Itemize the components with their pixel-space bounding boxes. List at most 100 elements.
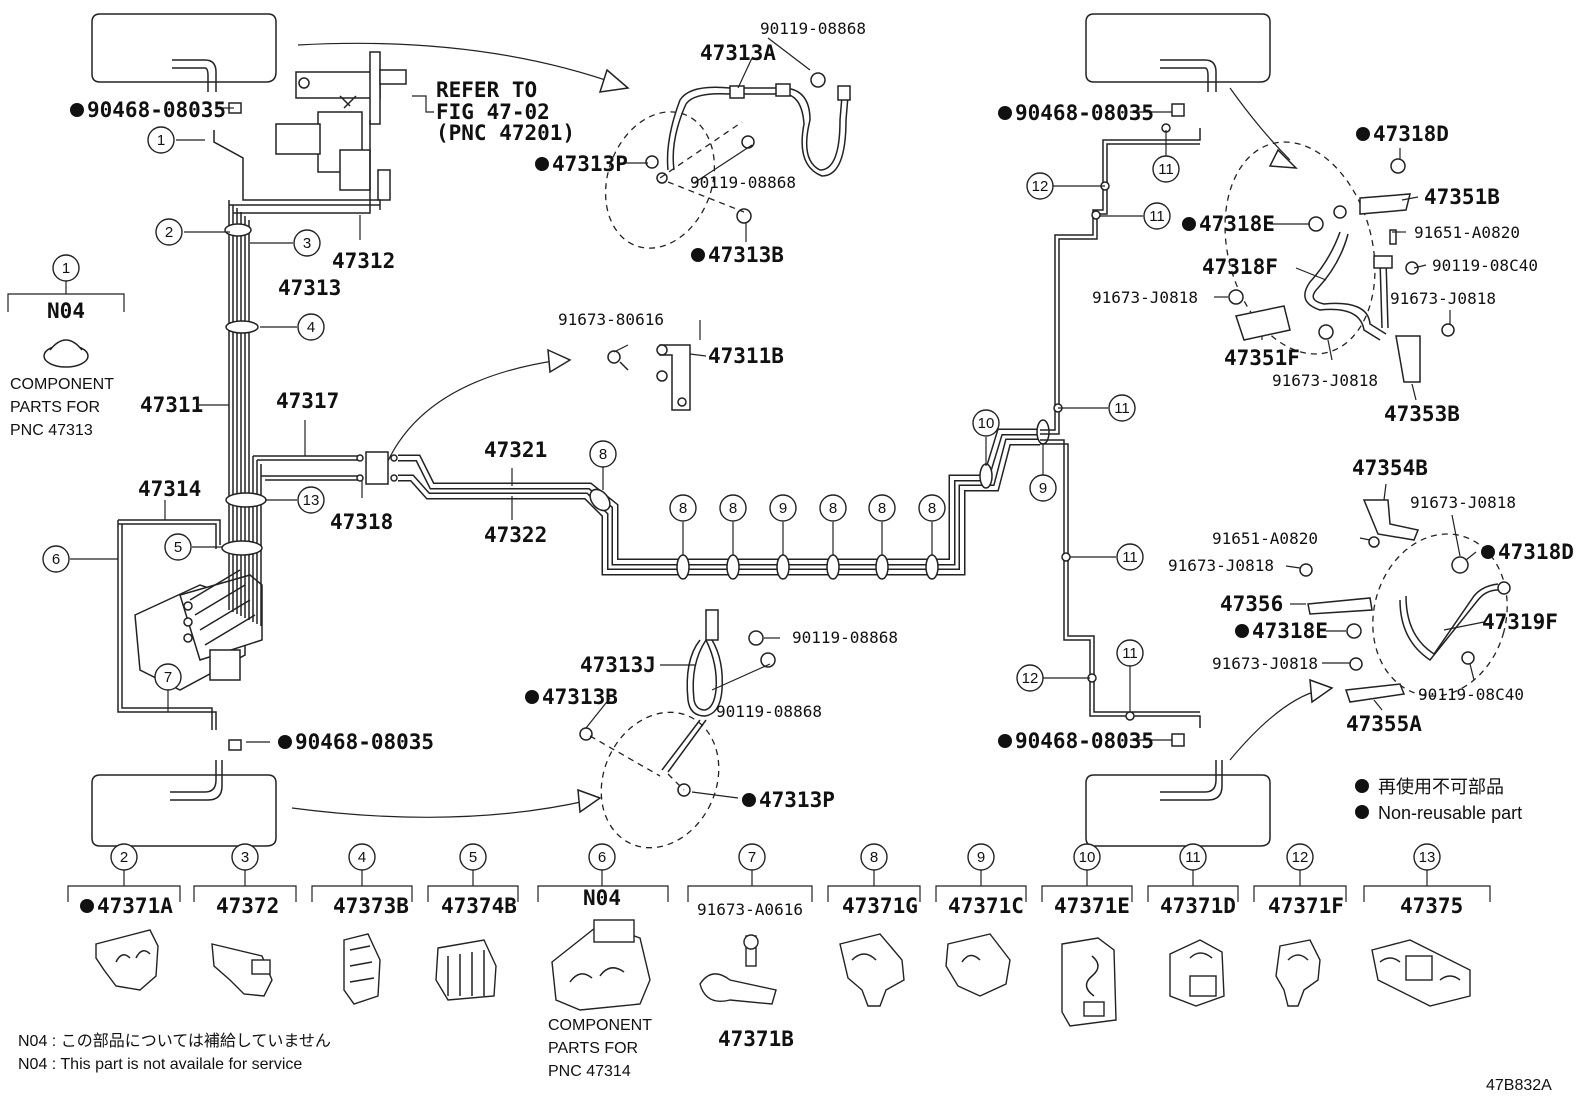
center-pipes	[398, 419, 1050, 580]
wheel-box-bottom-left	[91, 760, 277, 847]
svg-text:47371F: 47371F	[1268, 894, 1344, 918]
svg-text:8: 8	[729, 500, 737, 517]
label-47313A: 47313A	[700, 41, 776, 65]
label-47311B: 47311B	[708, 344, 784, 368]
label-47313P-b: 47313P	[759, 788, 835, 812]
diagram-labels: 90468-08035 90468-08035 90468-08035 9046…	[70, 19, 1574, 812]
callout-1: 1	[147, 126, 175, 154]
callout-8c: 8	[719, 494, 747, 522]
label-47312: 47312	[332, 249, 395, 273]
svg-text:9: 9	[977, 849, 985, 866]
svg-text:11: 11	[1122, 549, 1138, 566]
svg-text:1: 1	[157, 132, 165, 149]
svg-text:47371G: 47371G	[842, 894, 918, 918]
label-47318E-b: 47318E	[1252, 619, 1328, 643]
svg-text:12: 12	[1022, 670, 1039, 687]
callout-8a: 8	[589, 440, 617, 468]
refer-line1: REFER TO	[436, 78, 537, 102]
legend: 再使用不可部品 Non-reusable part	[1355, 777, 1522, 823]
label-91673-J0818-e: 91673-J0818	[1168, 556, 1274, 575]
svg-text:N04: N04	[583, 886, 621, 910]
refer-line2: FIG 47-02	[436, 100, 550, 124]
svg-text:47371D: 47371D	[1160, 894, 1236, 918]
svg-text:13: 13	[303, 492, 320, 509]
svg-text:11: 11	[1185, 849, 1201, 866]
callout-11b: 11	[1152, 155, 1180, 183]
bottom-part-4: 4 47373B	[311, 843, 413, 1005]
label-90119-08868-d: 90119-08868	[716, 702, 822, 721]
label-47319F: 47319F	[1482, 610, 1558, 634]
note-n04-ja: N04 : この部品については補給していません	[18, 1032, 331, 1050]
svg-text:47375: 47375	[1400, 894, 1463, 918]
svg-text:8: 8	[870, 849, 878, 866]
svg-text:8: 8	[679, 500, 687, 517]
svg-text:11: 11	[1114, 400, 1130, 417]
callout-3: 3	[293, 229, 321, 257]
diagram-code: 47B832A	[1486, 1077, 1552, 1094]
diagram-callouts: 1 2 3 4 13 5 6 7 8 8 8 9 8 8 8 10 9 11 1…	[42, 126, 1180, 692]
callout-8b: 8	[669, 494, 697, 522]
label-47318: 47318	[330, 510, 393, 534]
svg-text:PNC 47314: PNC 47314	[548, 1063, 631, 1080]
bottom-part-5: 5 47374B	[427, 843, 519, 1001]
callout-8f: 8	[918, 494, 946, 522]
joint-block-47318	[356, 451, 398, 485]
svg-text:47374B: 47374B	[441, 894, 517, 918]
svg-text:8: 8	[878, 500, 886, 517]
svg-text:3: 3	[241, 849, 249, 866]
bottom-part-2: 2 47371A	[67, 843, 181, 991]
bottom-parts-row: 2 47371A 3 47372 4 47373B 5 47374B	[67, 843, 1491, 1080]
arrows	[291, 42, 1334, 818]
legend-en: Non-reusable part	[1378, 803, 1522, 823]
svg-text:13: 13	[1419, 849, 1436, 866]
label-47318E-a: 47318E	[1199, 212, 1275, 236]
svg-text:12: 12	[1292, 849, 1309, 866]
legend-ja: 再使用不可部品	[1378, 777, 1504, 797]
svg-text:4: 4	[307, 319, 315, 336]
callout-8e: 8	[868, 494, 896, 522]
wheel-box-top-right	[1085, 13, 1271, 92]
component-note-pnc-47313: 1 N04 COMPONENT PARTS FOR PNC 47313	[7, 254, 125, 439]
svg-text:PNC 47313: PNC 47313	[10, 422, 93, 439]
label-47354B: 47354B	[1352, 456, 1428, 480]
label-47321: 47321	[484, 438, 547, 462]
leaders	[70, 37, 1485, 799]
label-90119-08C40-a: 90119-08C40	[1432, 256, 1538, 275]
bottom-part-10: 10 47371E	[1041, 843, 1133, 1027]
label-47353B: 47353B	[1384, 402, 1460, 426]
label-91651-A0820-a: 91651-A0820	[1414, 223, 1520, 242]
callout-9b: 9	[1029, 474, 1057, 502]
callout-12a: 12	[1026, 172, 1054, 200]
label-47317: 47317	[276, 389, 339, 413]
bottom-part-7: 7 91673-A0616 47371B	[687, 843, 813, 1051]
label-47313: 47313	[278, 276, 341, 300]
label-47318D-a: 47318D	[1373, 122, 1449, 146]
svg-text:6: 6	[52, 551, 60, 568]
bottom-part-6: 6 N04 COMPONENT PARTS FOR PNC 47314	[537, 843, 669, 1080]
wheel-box-top-left	[91, 13, 277, 92]
bottom-part-3: 3 47372	[193, 843, 297, 997]
svg-text:47371A: 47371A	[97, 894, 173, 918]
detail-caliper-lower-right	[1299, 499, 1511, 703]
svg-text:91673-A0616: 91673-A0616	[697, 900, 803, 919]
label-47313P-a: 47313P	[552, 152, 628, 176]
svg-text:2: 2	[165, 224, 173, 241]
svg-text:8: 8	[599, 446, 607, 463]
callout-11e: 11	[1116, 639, 1144, 667]
label-47322: 47322	[484, 523, 547, 547]
svg-text:10: 10	[978, 415, 995, 432]
bottom-part-8: 8 47371G	[827, 843, 921, 1007]
svg-text:47371E: 47371E	[1054, 894, 1130, 918]
label-47313B-b: 47313B	[542, 685, 618, 709]
label-90119-08C40-b: 90119-08C40	[1418, 685, 1524, 704]
callout-8d: 8	[819, 494, 847, 522]
callout-11a: 11	[1108, 394, 1136, 422]
label-91673-J0818-f: 91673-J0818	[1212, 654, 1318, 673]
bottom-part-13: 13 47375	[1363, 843, 1491, 1007]
label-91673-J0818-b: 91673-J0818	[1390, 289, 1496, 308]
svg-text:8: 8	[928, 500, 936, 517]
svg-text:9: 9	[779, 500, 787, 517]
label-47314: 47314	[138, 477, 201, 501]
callout-4: 4	[297, 313, 325, 341]
